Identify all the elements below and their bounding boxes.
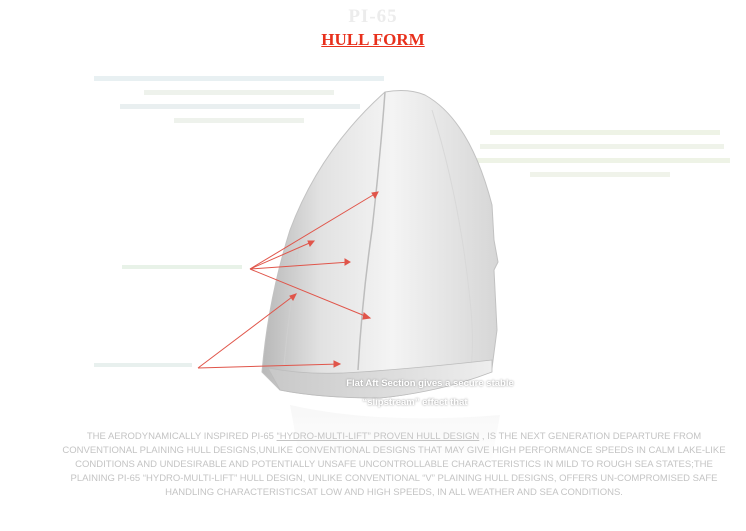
arrow-line-3 [249, 261, 351, 270]
page-title: PI-65 [348, 6, 398, 27]
faint-caption-left [84, 72, 394, 133]
arrow-line-4 [249, 268, 371, 319]
hull-chine-left [283, 239, 301, 366]
description-part1: THE AERODYNAMICALLY INSPIRED PI-65 [86, 431, 277, 442]
hull-form-heading: HULL FORM [321, 30, 425, 49]
faint-caption-left-texture [94, 76, 384, 123]
arrow-line-2 [249, 240, 315, 270]
hull-chine-right [431, 109, 473, 376]
flat-aft-caption-line1: Flat Aft Section gives a secure stable [150, 377, 710, 390]
flat-aft-caption: Flat Aft Section gives a secure stable “… [300, 377, 710, 409]
annotation-multi-lift-texture [122, 265, 242, 269]
hull-keel-ridge [357, 91, 386, 371]
hull-flat-aft-section [267, 359, 493, 399]
flat-aft-caption-line1-text: Flat Aft Section gives a secure stable [346, 378, 514, 389]
faint-caption-right [470, 126, 732, 187]
annotation-multi-lift-label [120, 262, 250, 275]
annotation-arrows [197, 191, 379, 369]
description-part2: , IS THE NEXT GENERATION DEPARTURE FROM … [62, 431, 726, 498]
annotation-keel-texture [94, 363, 192, 367]
arrow-head-3 [344, 258, 351, 266]
arrow-head-6 [333, 360, 342, 368]
annotation-keel-label [92, 360, 202, 373]
flat-aft-caption-line2: “slipstream” effect that [120, 396, 710, 409]
arrow-line-1 [249, 191, 379, 270]
arrow-head-2 [307, 240, 316, 247]
arrow-head-4 [362, 312, 372, 320]
arrow-head-1 [371, 191, 379, 200]
flat-aft-caption-line2-text: “slipstream” effect that [362, 397, 468, 408]
hull-description: THE AERODYNAMICALLY INSPIRED PI-65 “HYDR… [60, 430, 728, 500]
arrow-head-5 [289, 293, 297, 301]
arrow-line-5 [197, 293, 297, 369]
description-hull-name: “HYDRO-MULTI-LIFT” PROVEN HULL DESIGN [276, 431, 480, 442]
faint-caption-right-texture [474, 130, 730, 177]
arrow-line-6 [197, 363, 341, 369]
hull-reflection [290, 405, 500, 474]
